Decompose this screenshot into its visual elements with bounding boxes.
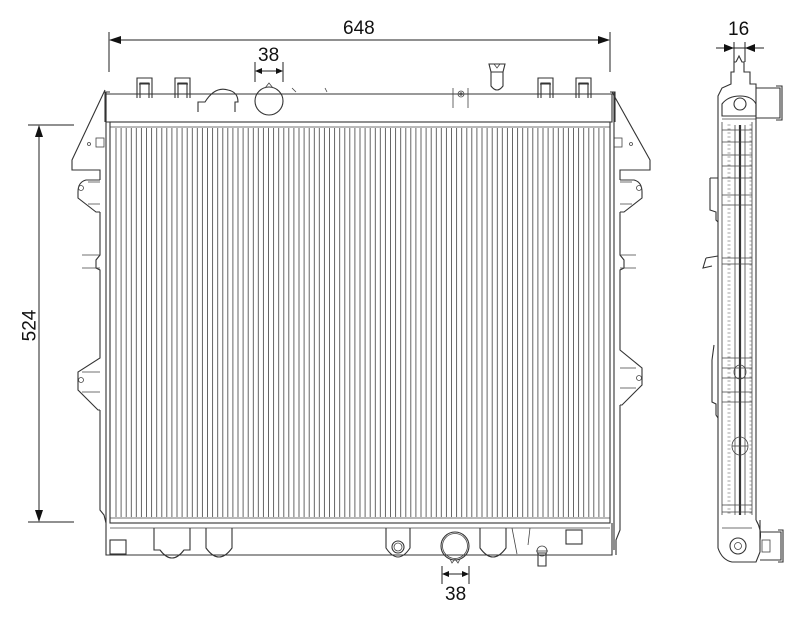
- top-clip-2: [174, 77, 191, 98]
- bottom-right-tab: [565, 529, 583, 545]
- upper-inlet-pipe: [254, 86, 284, 116]
- top-clip-1: [136, 77, 153, 98]
- dimension-core-height: [28, 124, 74, 523]
- dimension-overall-width: [108, 32, 611, 72]
- front-view: [71, 63, 651, 567]
- top-tank: [104, 63, 616, 123]
- bottom-dome-4: [479, 528, 507, 558]
- right-mount-hole-2: [636, 375, 642, 381]
- label-core-height: 524: [19, 309, 41, 342]
- label-inlet-diameter: 38: [258, 45, 280, 66]
- side-upper-hose: [756, 85, 783, 121]
- side-core-tubes: [727, 124, 753, 514]
- side-lower-port: [729, 537, 747, 555]
- right-mount-hole-1: [636, 185, 642, 191]
- bottom-dome-1: [153, 528, 191, 559]
- label-core-thickness: 16: [728, 19, 750, 40]
- top-clip-4: [575, 77, 592, 98]
- top-clip-3: [537, 77, 554, 98]
- side-lower-hose: [760, 529, 784, 563]
- side-upper-port: [733, 97, 747, 111]
- lower-outlet-pipe: [440, 531, 470, 561]
- bottom-left-tab: [109, 539, 127, 555]
- bottom-tank: [105, 523, 613, 567]
- dimension-core-thickness: [716, 42, 764, 62]
- right-side-bracket: [611, 91, 651, 555]
- bleed-screw: [457, 90, 465, 98]
- bottom-dome-3: [385, 528, 411, 558]
- left-mount-hole-2: [78, 377, 84, 383]
- drain-port: [391, 540, 405, 554]
- drain-plug: [537, 552, 547, 567]
- side-view: [702, 54, 784, 563]
- label-overall-width: 648: [343, 18, 375, 39]
- core-tubes: [115, 128, 605, 517]
- left-mount-hole-1: [78, 185, 84, 191]
- filler-dome: [197, 88, 239, 112]
- dimension-outlet-diameter: [441, 566, 470, 584]
- dimension-inlet-diameter: [254, 62, 284, 82]
- bottom-dome-2: [205, 528, 233, 558]
- left-side-bracket: [71, 89, 107, 524]
- label-outlet-diameter: 38: [445, 584, 467, 605]
